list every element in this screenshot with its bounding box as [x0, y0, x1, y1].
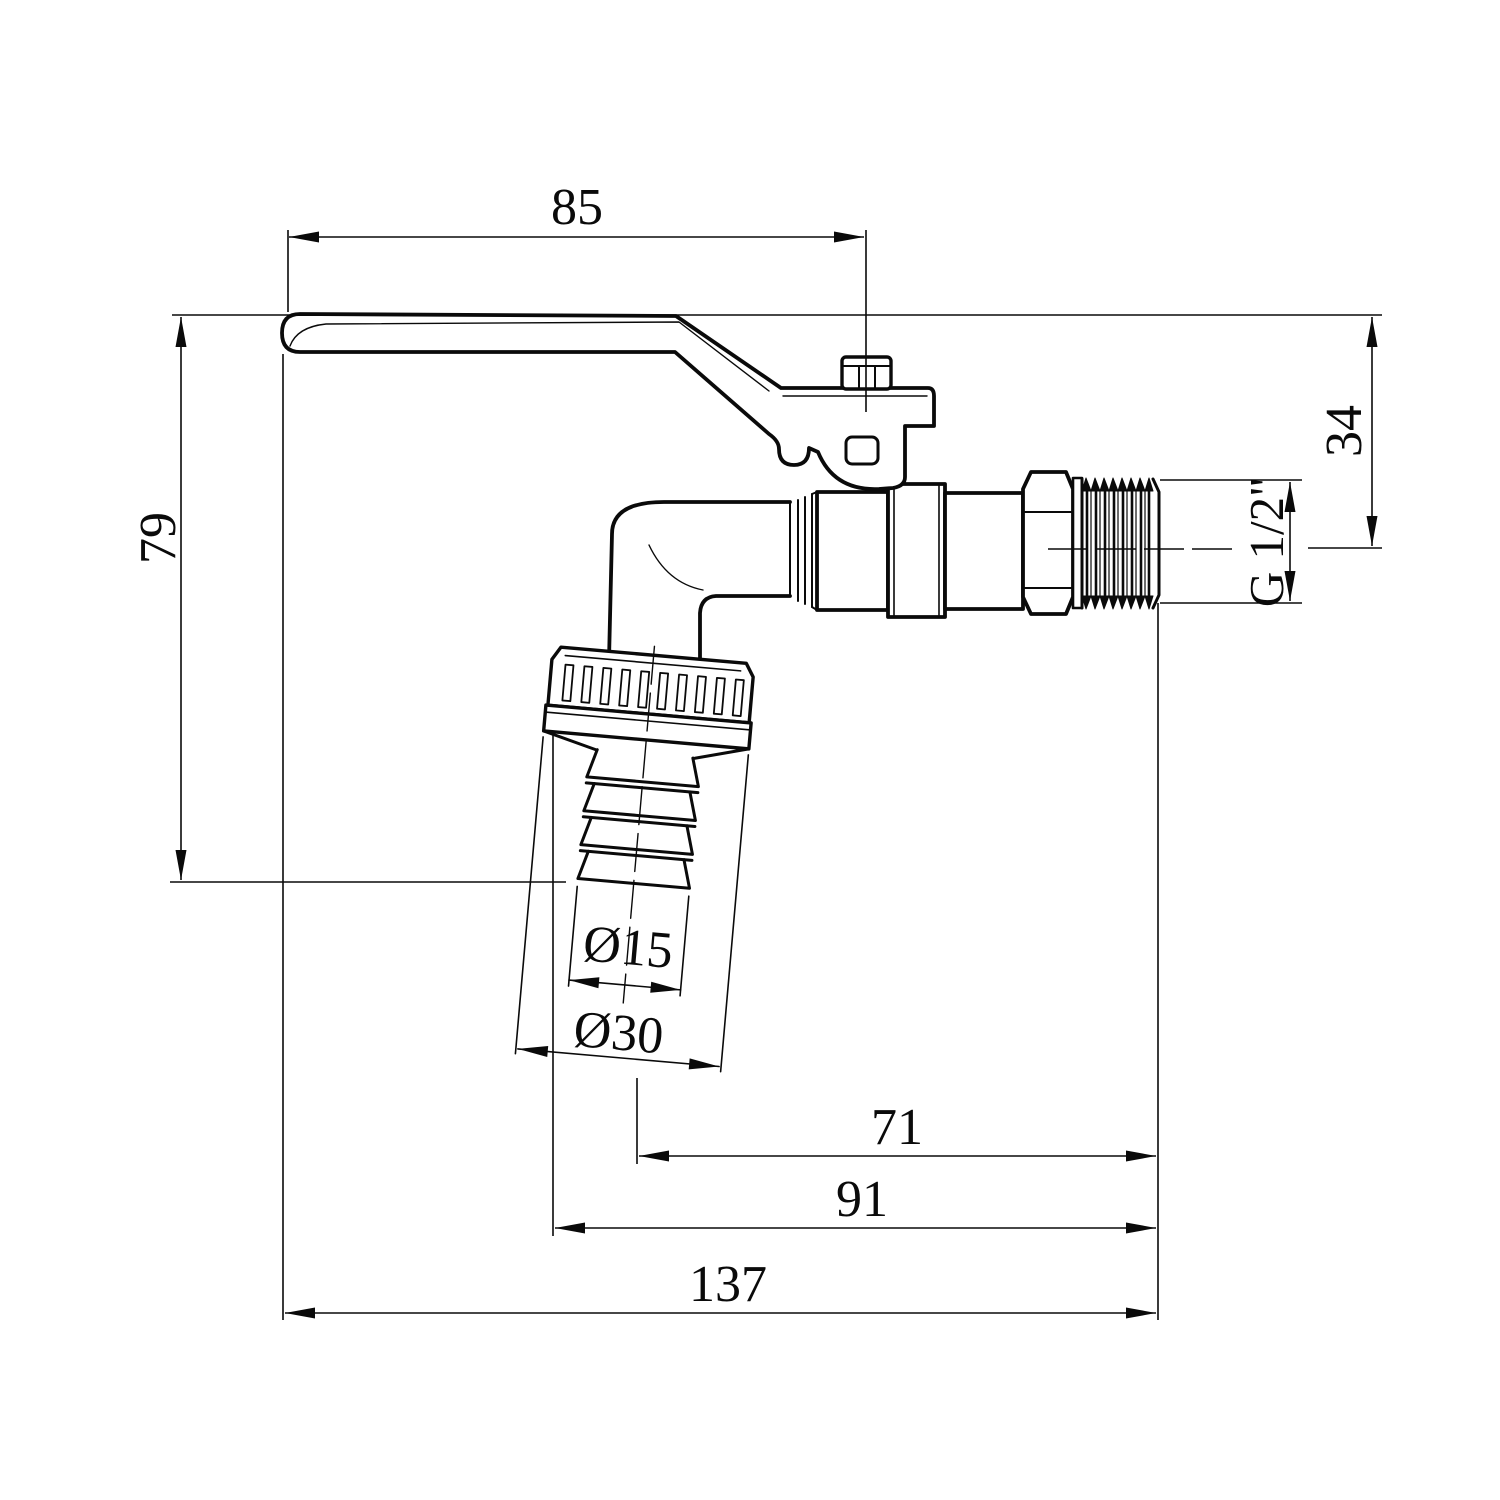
dim-bore-arrows [569, 977, 681, 993]
valve-outline: Ø15 Ø30 [280, 312, 1161, 1073]
lever-highlight-line [289, 321, 770, 392]
dim-overall-length-label: 137 [689, 1256, 767, 1313]
dimension-layer [170, 230, 1382, 1320]
hose-barb [576, 748, 700, 890]
dim-spout-bore-label: Ø15 [581, 915, 675, 980]
body-end-rings [789, 491, 818, 611]
lever-handle [280, 312, 936, 491]
dim-overall-height-label: 79 [130, 512, 187, 564]
dim-handle-length-label: 85 [551, 179, 603, 236]
bottom-extension-lines [282, 354, 1159, 1320]
spout-elbow-outer-edge [607, 500, 792, 662]
dim-thread-extension-lines [1160, 479, 1302, 604]
thread-crest-bottom [1081, 595, 1154, 610]
hose-union-group: Ø15 Ø30 [514, 645, 755, 1073]
dim-bore-extension-lines [567, 885, 690, 997]
union-nut-knurling [561, 663, 745, 717]
male-thread [1080, 477, 1161, 610]
valve-body-flange [886, 482, 947, 619]
dim-nut-line [517, 1048, 720, 1068]
thread-lines-fine [1090, 490, 1146, 597]
bracket-square-hole [844, 435, 880, 466]
dim-nut-arrows [517, 1046, 720, 1070]
dim-thread-size-label: G 1/2" [1239, 477, 1294, 607]
dim-85-extension-lines [287, 230, 867, 412]
spout-centerline [622, 645, 656, 1004]
outlet-neck [943, 491, 1025, 611]
dim-spout-to-inlet-label: 91 [836, 1171, 888, 1228]
dim-nut-extension-lines [514, 736, 750, 1073]
valve-body-flange-lines [893, 483, 940, 618]
dim-spout-nut-label: Ø30 [572, 1001, 666, 1066]
spout-elbow-highlight [648, 544, 704, 591]
dim-handle-to-axis-label: 34 [1316, 405, 1373, 457]
thread-lines [1085, 489, 1151, 598]
dim-thread-arrows [1284, 482, 1296, 601]
dim-axis-to-spout-label: 71 [871, 1099, 923, 1156]
hex-nut-facet-lines [1022, 511, 1074, 589]
valve-body [815, 490, 890, 612]
spout-elbow-inner-edge [698, 594, 792, 664]
hex-nut [1021, 470, 1075, 616]
thread-end-chamfer [1151, 477, 1161, 610]
thread-crest-top [1081, 477, 1154, 492]
